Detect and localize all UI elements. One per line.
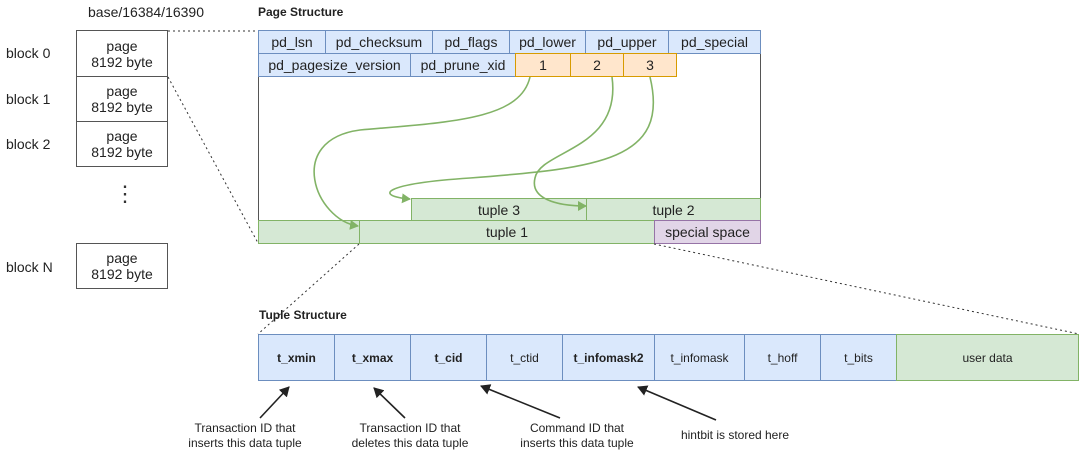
page-size: 8192 byte bbox=[91, 144, 153, 160]
page-size: 8192 byte bbox=[91, 266, 153, 282]
tuple-2-box: tuple 2 bbox=[586, 198, 761, 221]
user-data-cell: user data bbox=[896, 334, 1079, 381]
line-pointer-2: 2 bbox=[570, 53, 624, 77]
infomask2-arrow bbox=[637, 385, 717, 421]
xmin-arrow bbox=[259, 386, 290, 419]
block-label-0: block 0 bbox=[6, 45, 51, 61]
pd-prune-xid-cell: pd_prune_xid bbox=[410, 53, 516, 77]
tuple-1-prefix-box bbox=[258, 220, 360, 244]
pd-lsn-cell: pd_lsn bbox=[258, 30, 326, 54]
page-structure-title: Page Structure bbox=[258, 5, 344, 19]
t-bits-cell: t_bits bbox=[820, 334, 897, 381]
file-path: base/16384/16390 bbox=[88, 4, 204, 20]
t-xmin-cell: t_xmin bbox=[258, 334, 335, 381]
pd-flags-cell: pd_flags bbox=[432, 30, 510, 54]
page-size: 8192 byte bbox=[91, 53, 153, 70]
block-label-1: block 1 bbox=[6, 91, 51, 107]
page-label: page bbox=[106, 37, 138, 54]
t-cid-cell: t_cid bbox=[410, 334, 487, 381]
t-xmax-cell: t_xmax bbox=[334, 334, 411, 381]
xmax-annotation: Transaction ID that deletes this data tu… bbox=[351, 421, 469, 450]
page-label: page bbox=[106, 128, 138, 144]
tuple-structure-title: Tuple Structure bbox=[259, 308, 347, 322]
zoom-line-bottom bbox=[167, 76, 259, 244]
pd-lower-cell: pd_lower bbox=[509, 30, 586, 54]
tuple-1-box: tuple 1 bbox=[359, 220, 655, 244]
block-label-2: block 2 bbox=[6, 136, 51, 152]
tuple-zoom-line-right bbox=[653, 243, 1080, 335]
xmin-annotation: Transaction ID that inserts this data tu… bbox=[188, 421, 302, 450]
t-hoff-cell: t_hoff bbox=[744, 334, 821, 381]
block-label-n: block N bbox=[6, 259, 53, 275]
t-infomask-cell: t_infomask bbox=[654, 334, 745, 381]
line-pointer-1: 1 bbox=[515, 53, 571, 77]
t-infomask2-cell: t_infomask2 bbox=[562, 334, 655, 381]
block-page-2: page 8192 byte bbox=[76, 121, 168, 167]
infomask2-annotation: hintbit is stored here bbox=[680, 428, 790, 442]
pd-pagesize-version-cell: pd_pagesize_version bbox=[258, 53, 411, 77]
line-pointer-3: 3 bbox=[623, 53, 677, 77]
special-space-box: special space bbox=[654, 220, 761, 244]
pd-special-cell: pd_special bbox=[668, 30, 761, 54]
block-page-n: page 8192 byte bbox=[76, 243, 168, 289]
block-page-1: page 8192 byte bbox=[76, 76, 168, 122]
block-ellipsis: ⋮ bbox=[114, 181, 136, 206]
xmax-arrow bbox=[373, 387, 406, 419]
page-label: page bbox=[106, 250, 138, 266]
cid-annotation: Command ID that inserts this data tuple bbox=[520, 421, 634, 450]
t-ctid-cell: t_ctid bbox=[486, 334, 563, 381]
tuple-3-box: tuple 3 bbox=[411, 198, 587, 221]
pd-upper-cell: pd_upper bbox=[585, 30, 669, 54]
pd-checksum-cell: pd_checksum bbox=[325, 30, 433, 54]
page-size: 8192 byte bbox=[91, 99, 153, 115]
block-page-0: page 8192 byte bbox=[76, 30, 168, 77]
page-label: page bbox=[106, 83, 138, 99]
cid-arrow bbox=[480, 384, 561, 419]
